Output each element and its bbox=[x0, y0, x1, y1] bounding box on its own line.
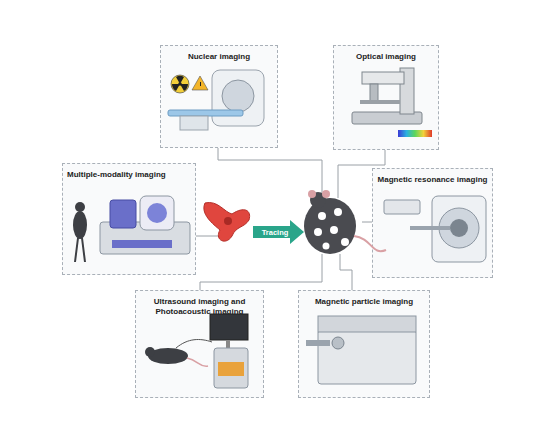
mouse-tail bbox=[187, 358, 208, 366]
nuclear-scanner bbox=[168, 70, 264, 130]
tracer-spot bbox=[334, 208, 342, 216]
panel-title: Magnetic resonance imaging bbox=[377, 175, 488, 185]
color-scale-bar bbox=[398, 130, 432, 137]
imaging-module bbox=[110, 200, 136, 228]
leader-line bbox=[218, 148, 322, 198]
mri-bore bbox=[450, 219, 468, 237]
mouse-tail bbox=[354, 236, 386, 251]
leader-line bbox=[340, 254, 352, 290]
mouse-figure bbox=[75, 202, 85, 212]
scanner-base bbox=[180, 116, 208, 130]
imaging-module bbox=[140, 196, 174, 230]
mpi-bed bbox=[306, 340, 330, 346]
scanner-gantry bbox=[212, 70, 264, 126]
warning-symbol bbox=[200, 82, 201, 86]
mouse-figure bbox=[73, 211, 87, 239]
probe-cable bbox=[176, 340, 212, 348]
ultrasound-system bbox=[145, 314, 248, 388]
ultrasound-monitor bbox=[210, 314, 248, 340]
mpi-scanner bbox=[306, 316, 416, 384]
mouse-ear bbox=[322, 190, 330, 198]
ultrasound-cart bbox=[214, 348, 248, 388]
leader-line bbox=[200, 254, 322, 290]
multimodal-system bbox=[73, 196, 190, 262]
panel-title: Nuclear imaging bbox=[165, 52, 273, 62]
leader-lines bbox=[196, 148, 385, 290]
ultrasound-stand bbox=[226, 340, 230, 348]
ultrasound-panel bbox=[218, 362, 244, 376]
tracing-scene bbox=[204, 190, 386, 254]
mpi-housing bbox=[318, 330, 416, 384]
mri-console bbox=[384, 200, 420, 214]
mpi-bore bbox=[332, 337, 344, 349]
mouse-ear bbox=[308, 190, 316, 198]
leader-line bbox=[338, 150, 385, 198]
arrow-label: Tracing bbox=[253, 228, 297, 237]
mouse-figure bbox=[145, 347, 155, 357]
microscope-head bbox=[362, 72, 404, 84]
mri-scanner bbox=[384, 196, 486, 262]
imaging-module bbox=[147, 203, 167, 223]
tracer-spot bbox=[341, 238, 349, 246]
scanner-bore bbox=[222, 80, 254, 112]
cell-shape bbox=[204, 203, 250, 242]
radiation-symbol bbox=[172, 76, 188, 91]
mouse-figure bbox=[75, 238, 85, 262]
panel-title: Magnetic particle imaging bbox=[303, 297, 425, 307]
radiation-symbol bbox=[171, 75, 189, 93]
cell-nucleus bbox=[224, 217, 232, 225]
tracer-spot bbox=[323, 243, 330, 250]
leader-line bbox=[362, 222, 372, 223]
microscope-stage bbox=[360, 100, 400, 104]
panel-title: Multiple-modality imaging bbox=[67, 170, 191, 180]
tracing-arrow bbox=[253, 220, 304, 244]
tracer-spot bbox=[318, 212, 326, 220]
mri-bed bbox=[410, 226, 450, 230]
tracer-spot bbox=[330, 226, 338, 234]
imaging-rail bbox=[112, 240, 172, 248]
scanner-bed bbox=[168, 110, 243, 116]
tracer-spot bbox=[314, 228, 322, 236]
microscope-objective bbox=[370, 84, 378, 102]
warning-symbol bbox=[192, 76, 208, 90]
mpi-top bbox=[318, 316, 416, 332]
microscope bbox=[352, 68, 432, 137]
mouse-body bbox=[304, 198, 356, 254]
panel-title: Optical imaging bbox=[338, 52, 434, 62]
